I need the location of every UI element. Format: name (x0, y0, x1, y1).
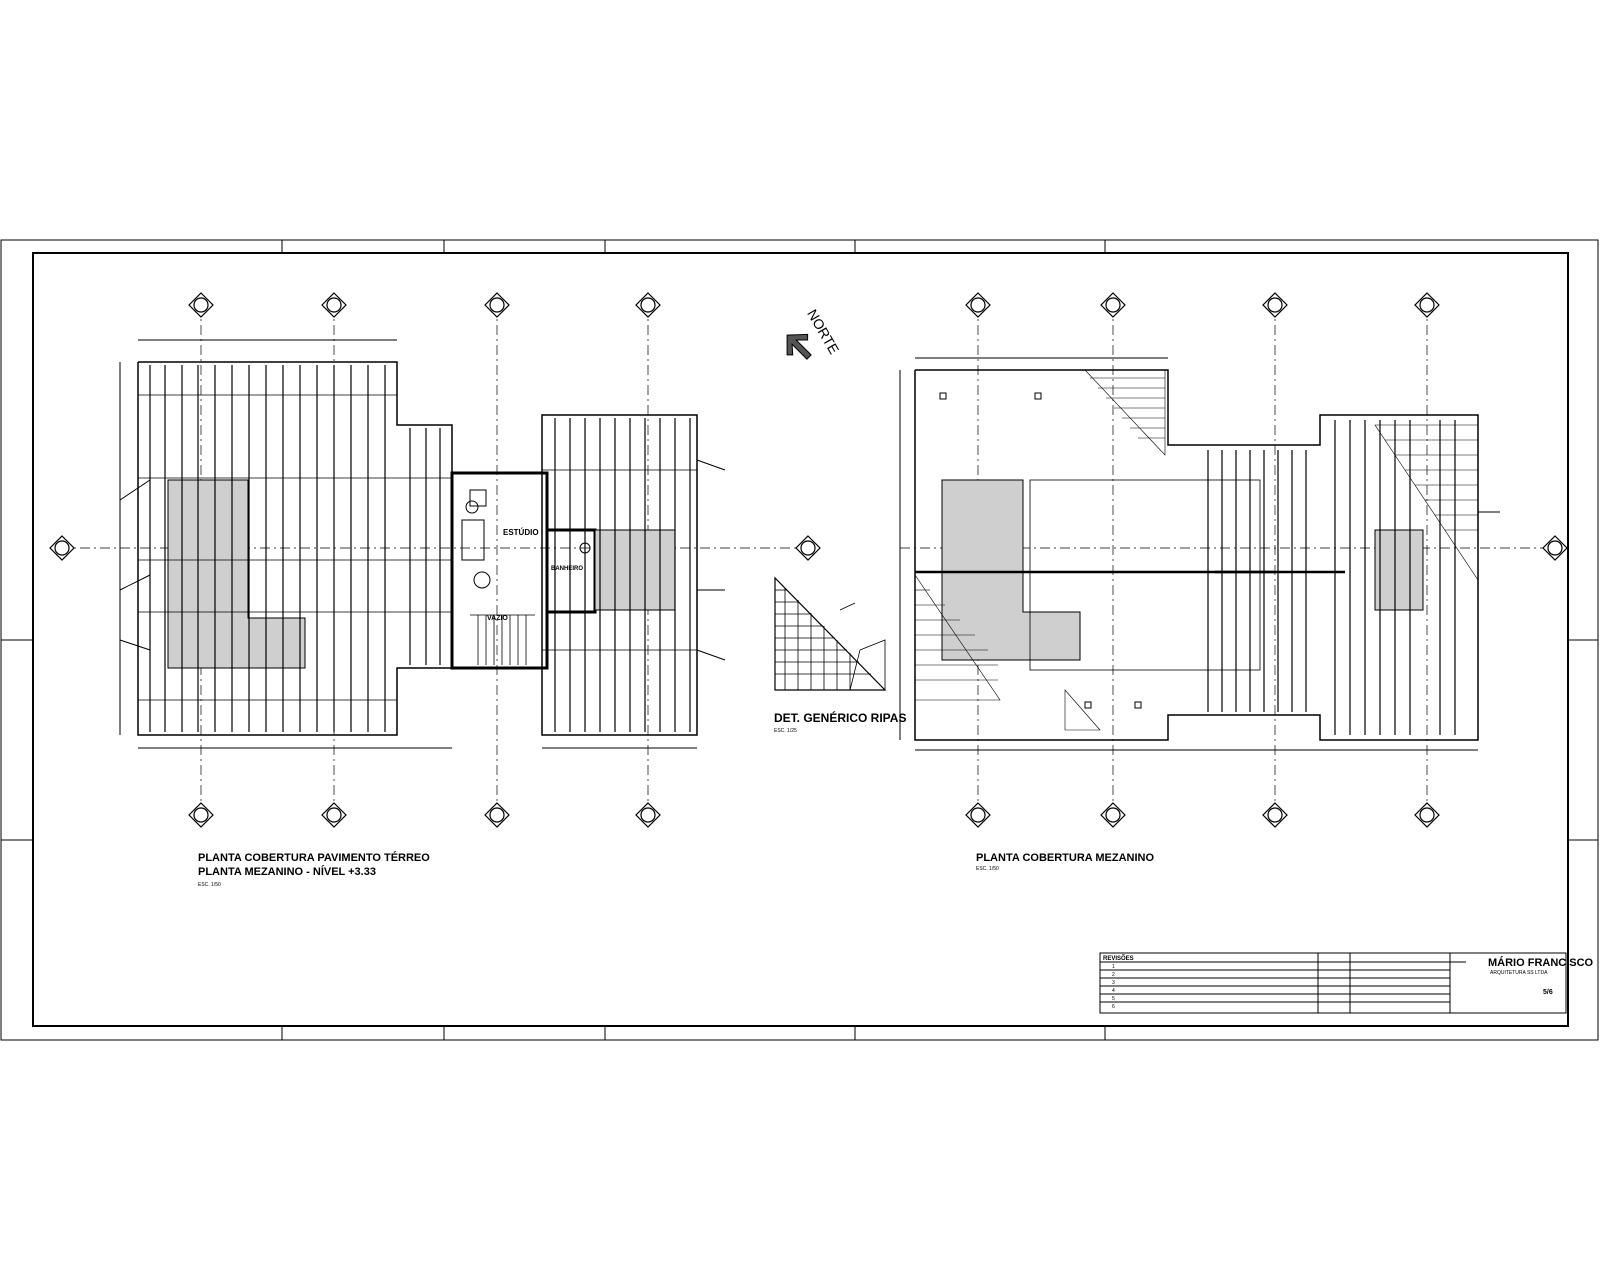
right-plan-scale: ESC. 1/50 (976, 866, 999, 872)
left-roof-plan (60, 305, 800, 815)
border-ticks (1, 240, 1598, 1040)
north-label: NORTE (804, 306, 842, 356)
right-rafters (1207, 420, 1456, 735)
revision-number: 2 (1112, 972, 1115, 978)
detail-title: DET. GENÉRICO RIPAS (774, 710, 906, 725)
revision-number: 5 (1112, 996, 1115, 1002)
left-purlins (138, 394, 452, 701)
revision-number: 6 (1112, 1004, 1115, 1010)
revision-numbers: 1 2 3 4 5 6 (1112, 964, 1115, 1010)
right-grid-bubbles (965, 292, 1568, 828)
left-plan-title-1: PLANTA COBERTURA PAVIMENTO TÉRREO (198, 851, 430, 864)
left-grid-bubbles (49, 292, 821, 828)
ripas-detail (774, 576, 887, 691)
right-hatch-area (941, 479, 1081, 661)
north-arrow: NORTE (786, 306, 842, 360)
room-label-vazio: VAZIO (487, 615, 508, 622)
right-roof-outline (914, 369, 1479, 741)
title-block (1099, 952, 1567, 1014)
left-plan-scale: ESC. 1/50 (198, 882, 221, 888)
left-plan-east-wing (541, 414, 726, 749)
room-label-banheiro: BANHEIRO (551, 566, 583, 572)
firm-name: MÁRIO FRANCISCO (1488, 956, 1594, 969)
room-label-estudio: ESTÚDIO (503, 528, 539, 537)
left-rafters (149, 365, 441, 732)
revision-number: 4 (1112, 988, 1115, 994)
sheet-number: 5/6 (1543, 989, 1553, 996)
revision-number: 3 (1112, 980, 1115, 986)
north-arrow-icon (786, 333, 812, 360)
right-roof-plan (899, 305, 1555, 815)
revision-number: 1 (1112, 964, 1115, 970)
left-plan-title-2: PLANTA MEZANINO - NÍVEL +3.33 (198, 865, 376, 878)
detail-scale: ESC. 1/25 (774, 728, 797, 734)
revisions-header: REVISÕES (1103, 955, 1134, 962)
left-core-rooms (450, 471, 597, 670)
left-hatch-area (167, 479, 306, 669)
tile-hatch (914, 369, 1479, 731)
right-plan-title-1: PLANTA COBERTURA MEZANINO (976, 852, 1154, 864)
firm-subtitle: ARQUITETURA SS LTDA (1490, 970, 1548, 976)
